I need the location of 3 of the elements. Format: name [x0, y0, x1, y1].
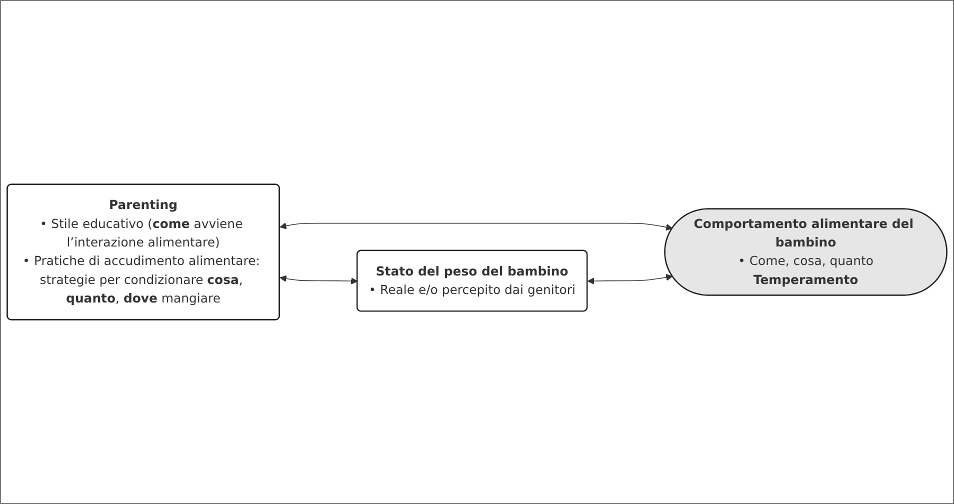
- arrow: [280, 222, 673, 231]
- arrow: [280, 275, 358, 284]
- arrow: [587, 274, 673, 284]
